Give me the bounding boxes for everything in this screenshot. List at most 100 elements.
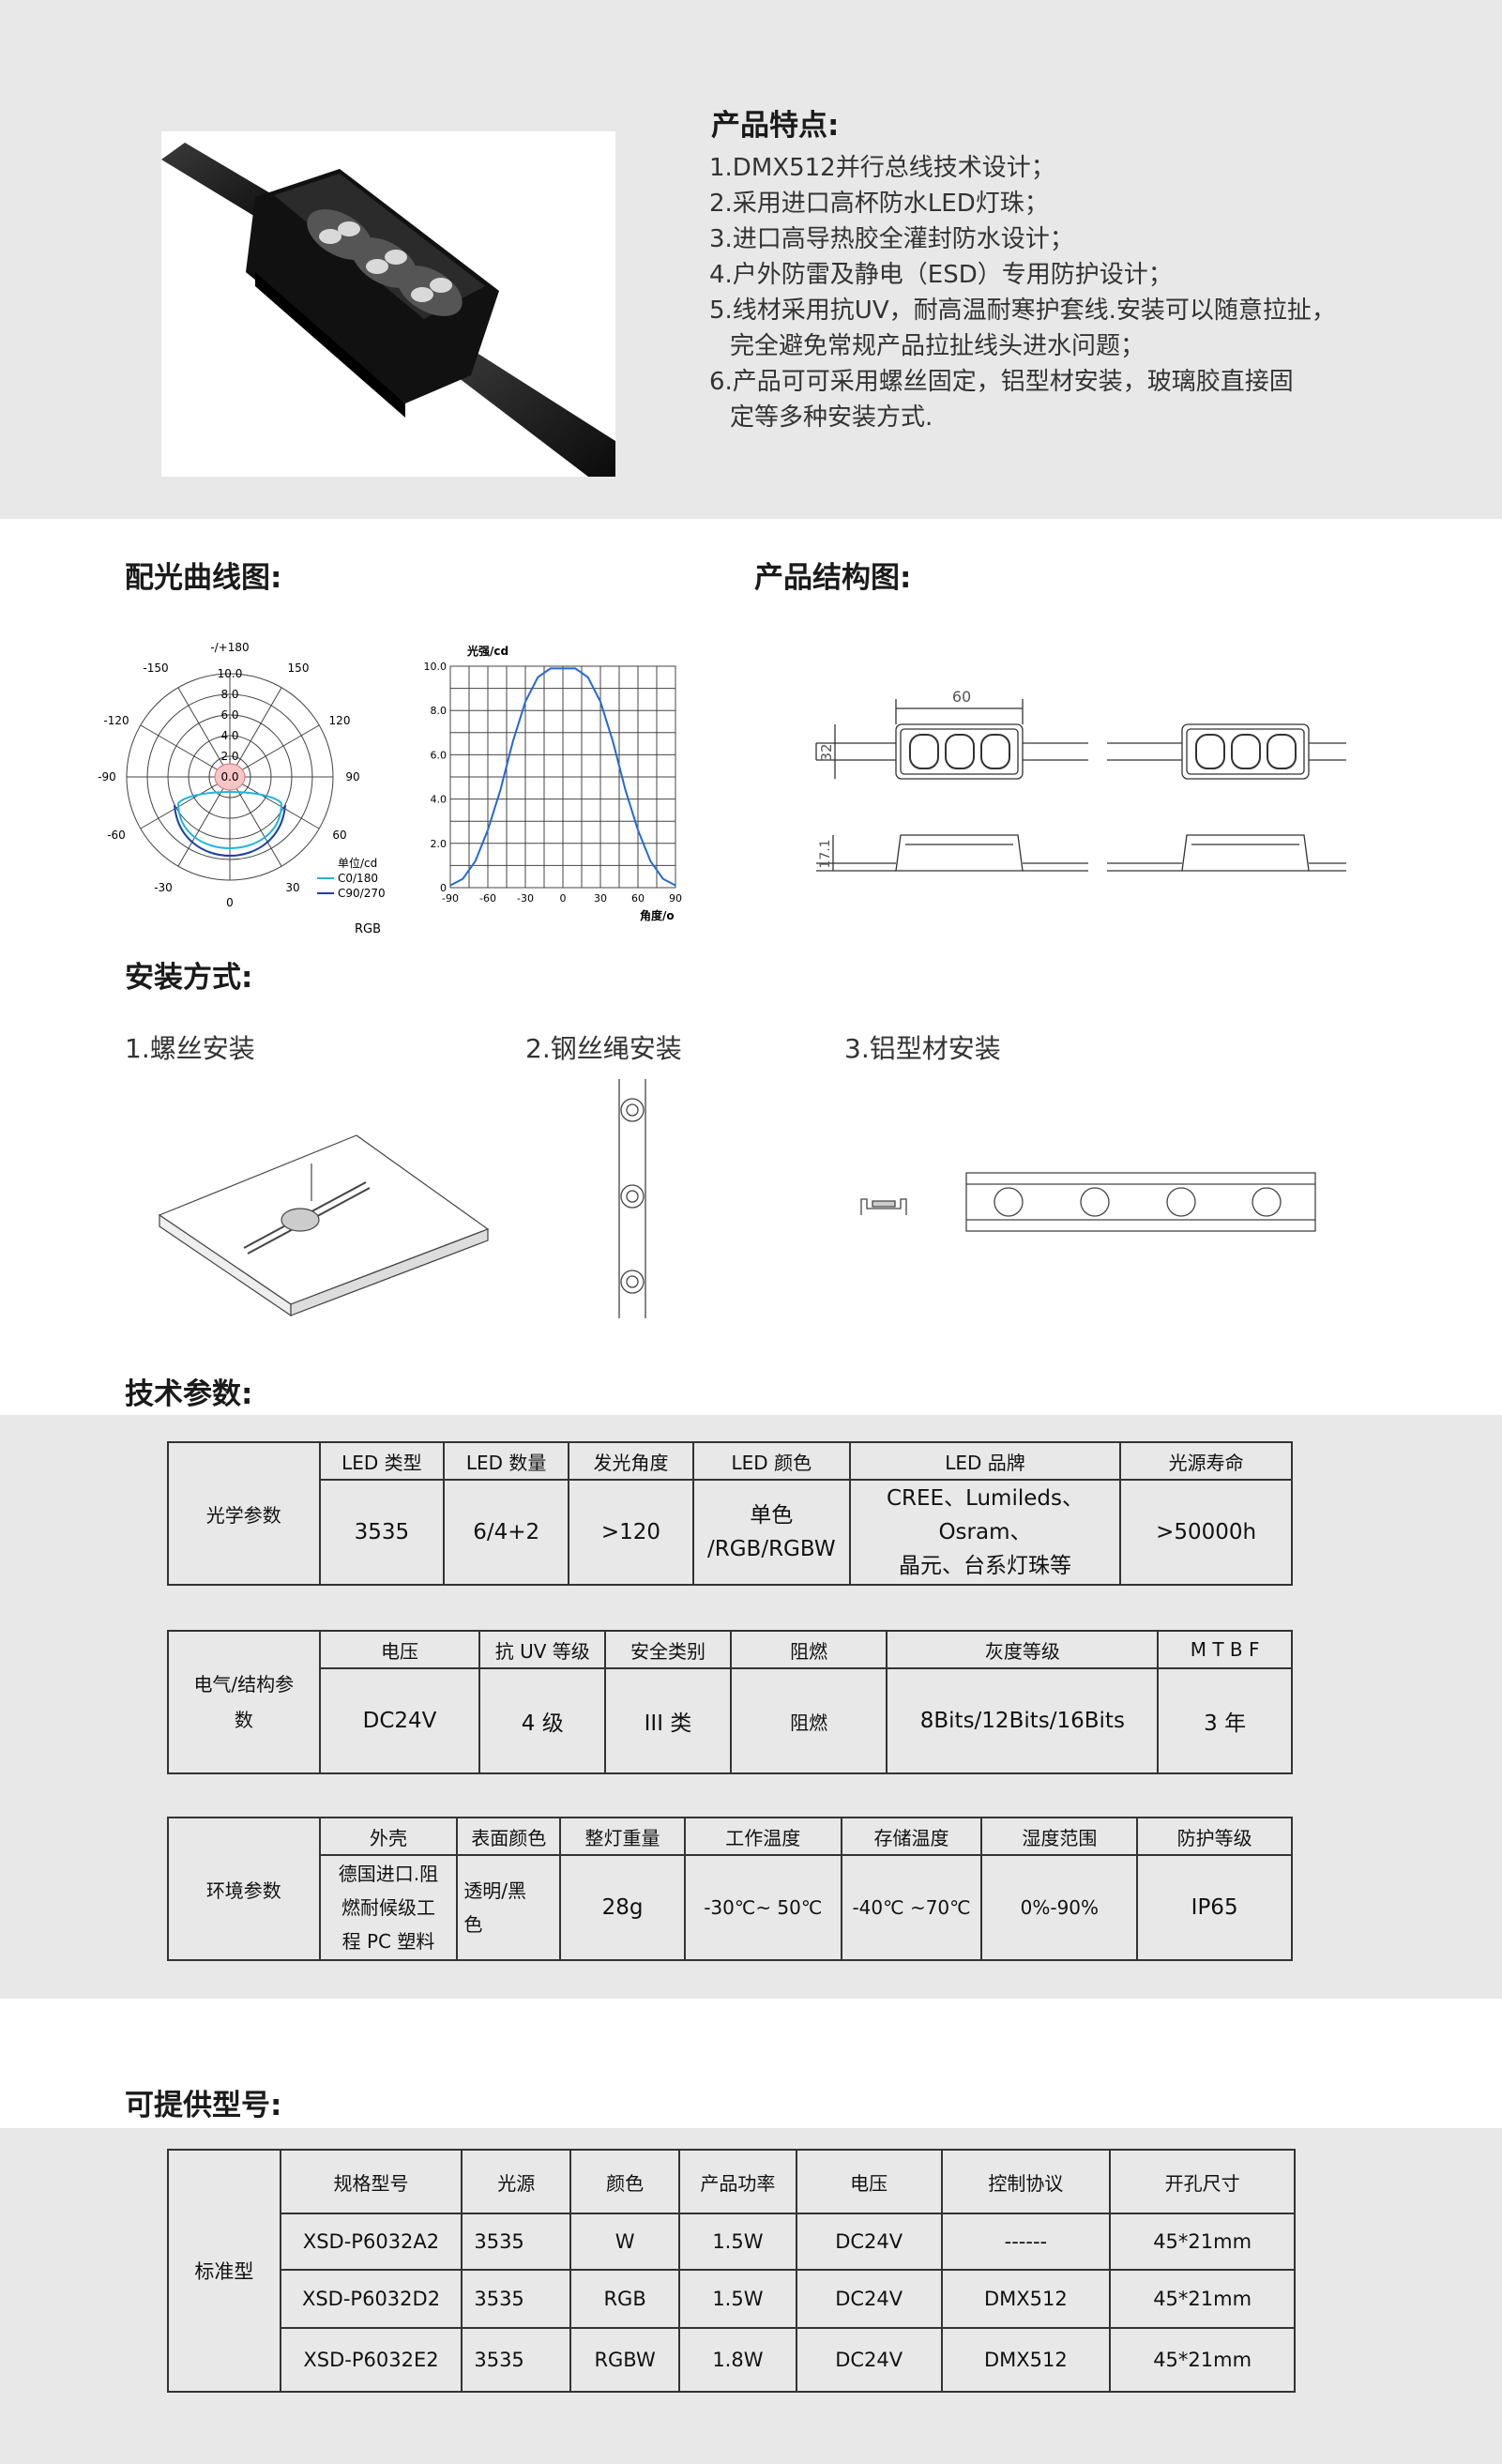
spec-header: 整灯重量 — [559, 1817, 686, 1856]
polar-angle-label: 150 — [288, 662, 310, 675]
model-cell: DC24V — [795, 2213, 943, 2271]
spec-value: 3 年 — [1157, 1667, 1293, 1774]
polar-legend-c90: C90/270 — [338, 887, 386, 900]
polar-radial-label: 10.0 — [218, 667, 243, 680]
model-cell: XSD-P6032E2 — [279, 2327, 463, 2393]
electrical-spec-table: 电气/结构参 数 电压 抗 UV 等级 安全类别 阻燃 灰度等级 M T B F… — [167, 1630, 1293, 1774]
spec-value: III 类 — [604, 1667, 732, 1774]
model-cell: 3535 — [461, 2269, 572, 2329]
spec-header: 灰度等级 — [886, 1630, 1160, 1669]
feature-line: 4.户外防雷及静电（ESD）专用防护设计； — [709, 261, 1173, 289]
spec-header: 阻燃 — [729, 1630, 888, 1669]
feature-line: 5.线材采用抗UV，耐高温耐寒护套线.安装可以随意拉扯， — [709, 297, 1336, 325]
spec-header: 表面颜色 — [456, 1817, 562, 1856]
model-cell: XSD-P6032A2 — [279, 2213, 463, 2271]
feature-line: 3.进口高导热胶全灌封防水设计； — [709, 225, 1074, 253]
structure-title: 产品结构图: — [754, 561, 912, 595]
spec-value: -40℃ ~70℃ — [840, 1854, 983, 1961]
spec-value: 阻燃 — [729, 1667, 888, 1774]
intensity-xtick-label: 30 — [594, 892, 607, 905]
model-cell: RGBW — [569, 2327, 681, 2393]
spec-category: 光学参数 — [167, 1441, 321, 1586]
spec-value: CREE、Lumileds、Osram、 晶元、台系灯珠等 — [848, 1479, 1122, 1586]
intensity-xtick-label: 60 — [631, 892, 645, 905]
intensity-xtick-label: 0 — [560, 892, 567, 905]
polar-legend-c0: C0/180 — [338, 872, 378, 885]
spec-header: M T B F — [1157, 1630, 1293, 1669]
install-method-screw: 1.螺丝安装 — [125, 1033, 255, 1064]
intensity-ytick-label: 4.0 — [431, 794, 448, 806]
spec-header: LED 品牌 — [848, 1441, 1122, 1481]
model-cell: 45*21mm — [1109, 2213, 1296, 2271]
spec-header: LED 颜色 — [691, 1441, 851, 1481]
spec-header: 安全类别 — [604, 1630, 732, 1669]
intensity-ylabel: 光强/cd — [466, 644, 508, 658]
aluminum-install-drawing — [860, 1172, 1316, 1232]
polar-top-label: -/+180 — [210, 641, 249, 654]
spec-header: LED 数量 — [443, 1441, 570, 1481]
model-cell: 45*21mm — [1109, 2269, 1296, 2329]
spec-value: 0%-90% — [980, 1854, 1139, 1961]
model-cell: RGB — [569, 2269, 681, 2329]
spec-header: 发光角度 — [568, 1441, 694, 1481]
spec-value: DC24V — [318, 1667, 481, 1774]
models-table: 标准型 规格型号 光源 颜色 产品功率 电压 控制协议 开孔尺寸 XSD-P60… — [167, 2149, 1296, 2393]
models-header: 控制协议 — [940, 2149, 1112, 2214]
intensity-xtick-label: 90 — [669, 892, 682, 905]
intensity-xtick-label: -30 — [517, 892, 534, 905]
polar-angle-label: 90 — [345, 770, 359, 783]
polar-angle-label: -60 — [107, 829, 126, 842]
spec-header: 电压 — [318, 1630, 481, 1669]
feature-line: 完全避免常规产品拉扯线头进水问题； — [730, 332, 1145, 360]
features-title: 产品特点: — [711, 109, 840, 143]
spec-value: 6/4+2 — [443, 1479, 570, 1586]
feature-line: 定等多种安装方式. — [730, 403, 933, 432]
spec-header: 光源寿命 — [1119, 1441, 1293, 1481]
spec-value: 4 级 — [478, 1667, 607, 1774]
intensity-ytick-label: 6.0 — [431, 749, 448, 761]
intensity-ytick-label: 8.0 — [431, 705, 448, 717]
polar-rgb-label: RGB — [355, 922, 381, 936]
polar-angle-label: 30 — [285, 881, 299, 894]
spec-header: 存储温度 — [840, 1817, 983, 1856]
model-cell: 3535 — [461, 2327, 572, 2393]
model-cell: DMX512 — [940, 2327, 1112, 2393]
intensity-ytick-label: 2.0 — [431, 838, 448, 850]
install-method-wire: 2.钢丝绳安装 — [525, 1033, 682, 1064]
model-cell: 1.8W — [678, 2327, 797, 2393]
polar-radial-label: 6.0 — [220, 708, 238, 722]
install-method-aluminum: 3.铝型材安装 — [844, 1033, 1001, 1064]
spec-header: 湿度范围 — [980, 1817, 1139, 1856]
polar-chart: -/+180 -150 150 -120 120 -90 90 -60 60 -… — [98, 641, 386, 936]
install-title: 安装方式: — [125, 961, 253, 995]
table-row: XSD-P6032E2 3535 RGBW 1.8W DC24V DMX512 … — [168, 2327, 1296, 2393]
spec-value: -30℃~ 50℃ — [683, 1854, 842, 1961]
polar-radial-label: 8.0 — [220, 688, 238, 701]
model-cell: 45*21mm — [1109, 2327, 1296, 2393]
model-cell: XSD-P6032D2 — [279, 2269, 463, 2329]
polar-legend-title: 单位/cd — [338, 856, 377, 870]
models-category: 标准型 — [167, 2149, 281, 2393]
spec-header: 抗 UV 等级 — [478, 1630, 607, 1669]
spec-value: 28g — [559, 1854, 686, 1961]
models-header: 规格型号 — [279, 2149, 463, 2214]
spec-value: 德国进口.阻 燃耐候级工 程 PC 塑料 — [318, 1854, 459, 1961]
spec-header: 工作温度 — [683, 1817, 842, 1856]
intensity-xtick-label: -90 — [442, 892, 459, 905]
features-list: 1.DMX512并行总线技术设计； 2.采用进口高杯防水LED灯珠； 3.进口高… — [709, 150, 1336, 435]
model-cell: 3535 — [461, 2213, 572, 2271]
spec-value: 8Bits/12Bits/16Bits — [886, 1667, 1160, 1774]
dim-depth: 17.1 — [818, 839, 833, 868]
light-curve-title: 配光曲线图: — [125, 561, 282, 595]
models-title: 可提供型号: — [125, 2089, 282, 2122]
spec-header: 外壳 — [318, 1817, 459, 1856]
spec-header: LED 类型 — [318, 1441, 446, 1481]
spec-value: 单色 /RGB/RGBW — [691, 1479, 851, 1586]
polar-angle-label: -120 — [103, 714, 129, 727]
spec-value: >120 — [568, 1479, 694, 1586]
optical-spec-table: 光学参数 LED 类型 LED 数量 发光角度 LED 颜色 LED 品牌 光源… — [167, 1441, 1293, 1586]
feature-line: 1.DMX512并行总线技术设计； — [709, 154, 1055, 182]
polar-angle-label: -150 — [143, 662, 168, 675]
table-row: XSD-P6032A2 3535 W 1.5W DC24V ------ 45*… — [168, 2213, 1296, 2271]
